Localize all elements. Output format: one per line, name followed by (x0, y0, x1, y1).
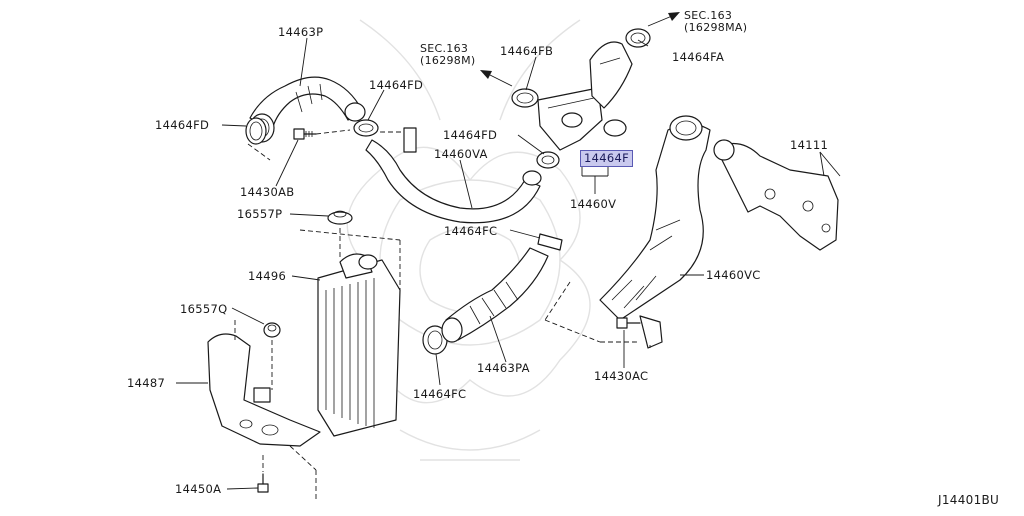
label-14460V: 14460V (570, 197, 617, 211)
label-14464FC-lower: 14464FC (413, 387, 467, 401)
label-14463P: 14463P (278, 25, 324, 39)
intercooler-14496 (317, 253, 401, 437)
label-sec163-right-sub: (16298MA) (684, 21, 748, 34)
clamp-14464FD-upper (353, 119, 379, 137)
label-16557Q: 16557Q (180, 302, 228, 316)
dashed-guide-lines (234, 129, 651, 500)
hose-14463P (249, 76, 366, 143)
label-14463PA: 14463PA (477, 361, 530, 375)
grommet-16557P (327, 210, 353, 225)
label-14430AC: 14430AC (594, 369, 649, 383)
hose-14463PA (441, 247, 549, 343)
label-14487: 14487 (127, 376, 166, 390)
bolt-14450A (257, 473, 269, 493)
clamp-14464FD-right (536, 151, 560, 169)
clamp-14464FD-left (245, 117, 267, 145)
bolt-14430AB (293, 128, 317, 140)
label-14464FD-upper: 14464FD (369, 78, 424, 92)
label-14464F[interactable]: 14464F (580, 150, 633, 167)
label-sec163-left-sub: (16298M) (420, 54, 476, 67)
label-14460VA: 14460VA (434, 147, 488, 161)
sec163-right-arrow-icon (647, 12, 680, 27)
clamp-14464FA (625, 28, 651, 48)
bolt-14430AC (616, 317, 641, 329)
grommet-16557Q (263, 322, 281, 338)
clamp-14464FB (511, 88, 539, 108)
manifold-14111 (713, 139, 839, 251)
label-14464FD-right: 14464FD (443, 128, 498, 142)
tube-14460VC (599, 115, 711, 349)
label-14464FD-left: 14464FD (155, 118, 210, 132)
label-14464FC-upper: 14464FC (444, 224, 498, 238)
label-16557P: 16557P (237, 207, 283, 221)
clamp-14464FC-lower (422, 325, 448, 355)
sec163-left-arrow-icon (480, 70, 513, 87)
diagram-code: J14401BU (938, 493, 1000, 507)
label-14450A: 14450A (175, 482, 222, 496)
label-sec163-right: SEC.163 (684, 9, 733, 22)
label-14111: 14111 (790, 138, 829, 152)
label-14464FB: 14464FB (500, 44, 554, 58)
bracket-14487 (207, 333, 321, 447)
tube-14460VA (365, 127, 542, 224)
clamp-14464FC-upper (537, 233, 563, 251)
label-14430AB: 14430AB (240, 185, 295, 199)
pipe-14464F (537, 41, 633, 151)
label-14496: 14496 (248, 269, 287, 283)
label-14464FA: 14464FA (672, 50, 725, 64)
label-14460VC: 14460VC (706, 268, 761, 282)
label-sec163-left: SEC.163 (420, 42, 469, 55)
